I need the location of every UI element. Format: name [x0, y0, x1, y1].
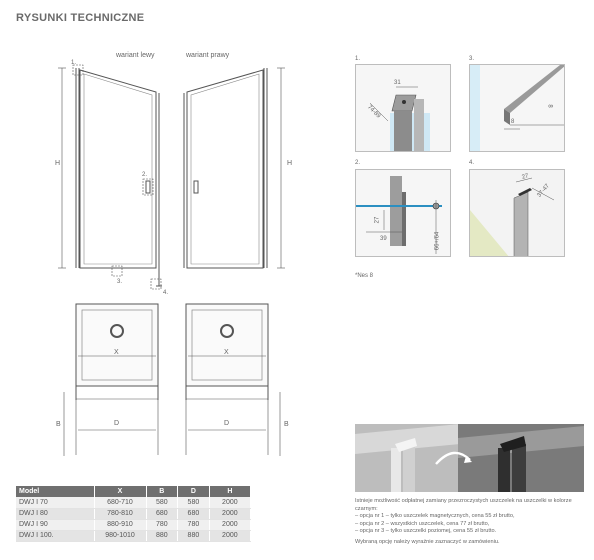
table-cell: 680 [146, 508, 179, 520]
gasket-info: Istnieje możliwość odpłatnej zamiany prz… [355, 498, 585, 546]
column-header: B [146, 486, 179, 497]
tray-left-plan [63, 303, 159, 456]
tray-right-b-label: B [284, 421, 289, 428]
tray-left-b-label: B [56, 421, 61, 428]
table-cell: 680 [177, 508, 210, 520]
table-cell: DWJ I 100. [16, 530, 95, 542]
detail-1-dim-a: 31 [394, 80, 401, 86]
table-row: DWJ I 100. 980-1010 880 880 2000 [16, 530, 252, 542]
detail-3-dim-a: 8 [511, 119, 515, 125]
table-cell: 580 [177, 497, 210, 509]
table-cell: 880-910 [94, 519, 147, 531]
detail-3-drawing [470, 65, 564, 151]
detail-2-dim-a: 27 [374, 216, 381, 224]
table-header-row: Model X B D H [16, 486, 252, 497]
table-cell: 580 [146, 497, 179, 509]
detail-3-dim-b: 8 [546, 104, 553, 108]
page-title: RYSUNKI TECHNICZNE [16, 12, 145, 24]
column-header: D [177, 486, 210, 497]
table-cell: DWJ I 70 [16, 497, 95, 509]
height-label-left: H [55, 160, 61, 167]
detail-2-dim-b: 39 [380, 236, 387, 242]
column-header: X [94, 486, 147, 497]
tray-right-x-label: X [224, 349, 229, 356]
table-cell: 880 [146, 530, 179, 542]
table-cell: 780 [146, 519, 179, 531]
door-right-drawing [183, 67, 285, 269]
table-row: DWJ I 90 880-910 780 780 2000 [16, 519, 252, 531]
table-cell: 2000 [209, 508, 252, 520]
detail-1-number: 1. [355, 56, 361, 62]
tray-plans [63, 303, 281, 456]
tray-right-plan [185, 303, 281, 456]
gasket-photo-black [458, 424, 584, 492]
info-option-3: – opcja nr 3 – tylko uszczelki poziomej,… [355, 528, 497, 534]
info-intro: Istnieje możliwość odpłatnej zamiany prz… [355, 498, 572, 512]
table-cell: DWJ I 90 [16, 519, 95, 531]
detail-2-dim-c: 66+/64 [434, 231, 441, 251]
detail-panel-1: 31 74-89 [355, 64, 451, 152]
table-cell: 2000 [209, 530, 252, 542]
table-row: DWJ I 70 680-710 580 580 2000 [16, 497, 252, 509]
detail-3-number: 3. [469, 56, 475, 62]
callout-1: 1. [71, 60, 77, 66]
table-row: DWJ I 80 780-810 680 680 2000 [16, 508, 252, 520]
tray-left-d-label: D [114, 420, 120, 427]
gasket-black-drawing [458, 424, 584, 492]
table-cell: 2000 [209, 497, 252, 509]
detail-2-drawing [356, 170, 450, 256]
detail-4-drawing [470, 170, 564, 256]
detail-1-drawing [356, 65, 450, 151]
detail-2-number: 2. [355, 160, 361, 166]
variant-right-label: wariant prawy [186, 52, 230, 59]
callout-2: 2. [142, 172, 148, 178]
arrow-icon [435, 451, 472, 465]
column-header: Model [16, 486, 95, 497]
door-elevations [58, 64, 285, 290]
tray-right-d-label: D [224, 420, 230, 427]
info-option-1: – opcja nr 1 – tylko uszczelek magnetycz… [355, 513, 515, 519]
detail-4-number: 4. [469, 160, 475, 166]
detail-panel-4: 27 37-47 [469, 169, 565, 257]
info-option-2: – opcja nr 2 – wszystkich uszczelek, cen… [355, 520, 490, 527]
detail-panel-2: 27 39 66+/64 [355, 169, 451, 257]
table-cell: DWJ I 80 [16, 508, 95, 520]
table-cell: 780 [177, 519, 210, 531]
table-cell: 880 [177, 530, 210, 542]
info-outro: Wybraną opcję należy wyraźnie zaznaczyć … [355, 538, 500, 545]
table-cell: 780-810 [94, 508, 147, 520]
table-cell: 980-1010 [94, 530, 147, 542]
column-header: H [209, 486, 252, 497]
note-text: *Nes 8 [355, 273, 374, 279]
callout-3: 3. [117, 279, 123, 285]
tray-left-x-label: X [114, 349, 119, 356]
variant-left-label: wariant lewy [116, 52, 155, 59]
height-label-right: H [287, 160, 293, 167]
table-cell: 2000 [209, 519, 252, 531]
door-left-drawing [58, 64, 162, 290]
model-table: Model X B D H DWJ I 70 680-710 580 580 2… [16, 486, 252, 542]
detail-panel-3: 8 8 [469, 64, 565, 152]
callout-4: 4. [163, 290, 169, 296]
table-cell: 680-710 [94, 497, 147, 509]
